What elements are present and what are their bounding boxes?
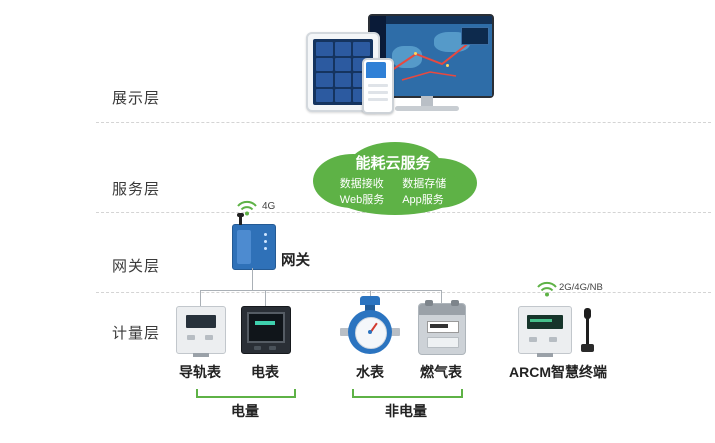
cloud-item-web-service: Web服务 <box>339 194 385 206</box>
gas-meter-odometer-digits <box>430 324 448 328</box>
gateway-antenna-icon <box>239 216 242 225</box>
connector-drop-rail-meter <box>200 290 201 306</box>
gas-meter-pipe-knob <box>425 300 433 306</box>
water-meter-pipe-right <box>391 328 400 336</box>
energy-cloud-service: 能耗云服务 数据接收 Web服务 数据存储 App服务 <box>303 137 483 217</box>
gateway-network-label: 4G <box>262 201 276 212</box>
group-label-electric: 电量 <box>231 403 259 419</box>
arcm-terminal-din-clip <box>537 353 553 357</box>
connector-drop-gas-meter <box>441 290 442 306</box>
monitor-stand-neck <box>421 96 433 107</box>
layer-label-gateway: 网关层 <box>112 258 161 275</box>
device-label-rail-meter: 导轨表 <box>179 364 221 380</box>
gas-meter-device <box>418 300 466 355</box>
water-meter-neck <box>365 305 375 311</box>
gateway-led <box>264 247 267 250</box>
arcm-terminal-button <box>529 337 537 342</box>
gateway-antenna-tip <box>237 213 244 217</box>
map-marker <box>446 64 449 67</box>
device-label-water-meter: 水表 <box>356 364 384 380</box>
gas-meter-badge <box>427 337 459 348</box>
phone-screen-header <box>366 62 386 78</box>
arcm-terminal-display-text <box>530 319 552 322</box>
tablet-tile <box>334 42 352 56</box>
arcm-terminal-device <box>518 306 572 357</box>
map-marker <box>414 52 417 55</box>
gateway-led <box>264 233 267 236</box>
layer-divider-display-service <box>96 122 711 123</box>
water-meter-cap <box>360 296 380 305</box>
connector-gateway-drop <box>252 268 253 290</box>
layer-divider-gateway-metering <box>96 292 711 293</box>
cloud-item-data-store: 数据存储 <box>402 178 447 190</box>
tablet-tile <box>334 73 352 87</box>
electric-meter-digits <box>255 321 275 325</box>
electric-meter-button <box>269 346 276 350</box>
cloud-item-data-receive: 数据接收 <box>339 178 384 190</box>
connector-bus <box>200 290 441 291</box>
map-route-lines <box>391 41 471 81</box>
water-meter-pipe-left <box>340 328 349 336</box>
wifi-signal-icon <box>537 281 557 297</box>
external-antenna-icon <box>584 308 591 319</box>
wifi-signal-icon <box>237 200 257 216</box>
tablet-tile <box>316 73 333 87</box>
rail-meter-display <box>186 315 216 328</box>
group-label-non-electric: 非电量 <box>385 403 427 419</box>
cloud-services-left: 数据接收 Web服务 <box>340 176 384 208</box>
water-meter-hub <box>368 330 372 334</box>
connector-drop-electric-meter <box>265 290 266 306</box>
arcm-terminal-display <box>527 315 563 329</box>
external-antenna-rod <box>586 316 589 344</box>
cloud-item-app-service: App服务 <box>402 194 444 206</box>
device-label-arcm-terminal: ARCM智慧终端 <box>509 364 607 380</box>
gateway-front-panel <box>237 230 251 264</box>
cloud-services-right: 数据存储 App服务 <box>402 176 446 208</box>
rail-meter-device <box>176 306 226 357</box>
bracket-electric-group <box>196 389 296 398</box>
electric-meter-screen <box>247 312 285 343</box>
gateway-led <box>264 240 267 243</box>
phone-screen-line <box>368 91 388 94</box>
monitor-stand-base <box>395 106 459 111</box>
layer-label-service: 服务层 <box>112 181 161 198</box>
tablet-tile <box>353 42 370 56</box>
rail-meter-din-clip <box>193 353 209 357</box>
phone-graphic <box>362 58 394 114</box>
layer-label-metering: 计量层 <box>112 325 161 342</box>
external-antenna-base <box>581 344 594 352</box>
water-meter-dial <box>355 317 387 349</box>
bracket-non-electric-group <box>352 389 463 398</box>
monitor-topbar <box>386 16 492 24</box>
phone-screen-line <box>368 84 388 87</box>
map-popup <box>461 27 489 45</box>
tablet-tile <box>334 57 352 71</box>
tablet-tile <box>316 88 333 102</box>
gateway-label: 网关 <box>281 253 310 269</box>
electric-meter-device <box>241 306 291 354</box>
tablet-tile <box>316 42 333 56</box>
rail-meter-button <box>205 335 213 340</box>
rail-meter-button <box>187 335 195 340</box>
arcm-terminal-button <box>549 337 557 342</box>
cloud-shape <box>313 142 477 215</box>
electric-meter-button <box>254 346 261 350</box>
monitor-map-area <box>386 24 492 96</box>
cloud-title: 能耗云服务 <box>355 155 431 172</box>
phone-screen-line <box>368 98 388 101</box>
gas-meter-pipe-knob <box>451 300 459 306</box>
gas-meter-top <box>419 304 465 315</box>
tablet-tile <box>316 57 333 71</box>
gas-meter-odometer <box>427 321 459 333</box>
gateway-device <box>232 213 276 270</box>
device-label-gas-meter: 燃气表 <box>420 364 462 380</box>
layer-label-display: 展示层 <box>112 90 161 107</box>
arcm-network-label: 2G/4G/NB <box>559 282 603 293</box>
device-label-electric-meter: 电表 <box>251 364 279 380</box>
cloud-services-list: 数据接收 Web服务 数据存储 App服务 <box>303 176 483 208</box>
tablet-tile <box>334 88 352 102</box>
map-patch <box>392 46 422 68</box>
